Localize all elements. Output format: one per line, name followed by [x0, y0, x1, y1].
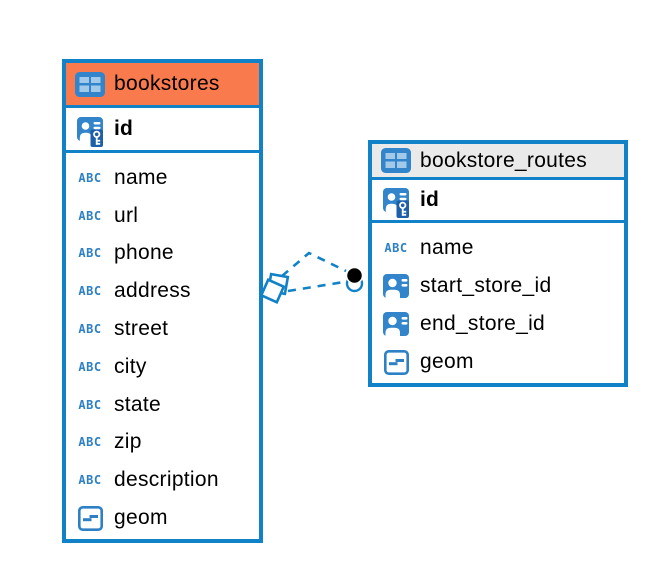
column-row[interactable]: ABC name — [66, 159, 259, 197]
entity-header-bookstores[interactable]: bookstores — [66, 63, 259, 108]
column-label: start_store_id — [420, 274, 552, 297]
text-icon: ABC — [78, 397, 102, 413]
relationship-line-lower[interactable] — [287, 280, 345, 293]
column-label: address — [114, 279, 191, 303]
column-row[interactable]: geom — [372, 343, 624, 381]
relationship-line-upper[interactable] — [281, 251, 347, 277]
column-row[interactable]: ABC street — [66, 310, 259, 348]
column-row[interactable]: ABC description — [66, 461, 259, 499]
column-label: name — [420, 236, 474, 259]
column-label: zip — [114, 430, 142, 454]
column-row[interactable]: start_store_id — [372, 267, 624, 305]
entity-header-bookstore-routes[interactable]: bookstore_routes — [372, 144, 624, 180]
entity-title: bookstore_routes — [420, 148, 588, 172]
entity-table-bookstore-routes[interactable]: bookstore_routes id ABC name start_store_i… — [368, 140, 628, 387]
column-label: url — [114, 203, 139, 227]
text-icon: ABC — [78, 246, 102, 261]
primary-key-icon — [75, 114, 105, 147]
column-label: phone — [114, 241, 174, 265]
text-icon: ABC — [78, 170, 102, 186]
geometry-icon — [75, 503, 105, 533]
column-label: state — [114, 392, 162, 416]
reference-icon — [381, 309, 411, 339]
reference-icon — [381, 271, 411, 301]
text-icon: ABC — [78, 208, 102, 224]
table-icon — [75, 69, 105, 99]
text-icon: ABC — [78, 283, 102, 299]
column-row[interactable]: ABC city — [66, 348, 259, 386]
column-label: id — [420, 188, 440, 211]
relationship-diamond-front[interactable] — [259, 278, 286, 304]
column-label: city — [114, 354, 147, 378]
primary-key-icon — [381, 185, 411, 218]
text-icon: ABC — [78, 435, 102, 450]
column-row[interactable]: ABC phone — [66, 235, 259, 273]
text-icon: ABC — [78, 321, 102, 337]
column-row[interactable]: geom — [66, 499, 259, 537]
column-label: id — [114, 117, 134, 140]
column-label: geom — [114, 506, 168, 530]
geometry-icon — [381, 347, 411, 377]
column-row[interactable]: end_store_id — [372, 305, 624, 343]
text-icon: ABC — [384, 240, 408, 256]
table-icon — [381, 146, 411, 176]
column-row-primary-key[interactable]: id — [66, 108, 259, 153]
column-row[interactable]: ABC name — [372, 229, 624, 267]
column-row-primary-key[interactable]: id — [372, 180, 624, 223]
entity-title: bookstores — [114, 72, 220, 95]
column-label: geom — [420, 350, 474, 373]
column-row[interactable]: ABC address — [66, 272, 259, 310]
column-row[interactable]: ABC zip — [66, 424, 259, 462]
text-icon: ABC — [78, 472, 102, 488]
relationship-dot-front[interactable] — [345, 266, 364, 285]
column-label: street — [114, 317, 169, 341]
column-row[interactable]: ABC url — [66, 197, 259, 235]
column-row[interactable]: ABC state — [66, 386, 259, 424]
column-label: name — [114, 165, 168, 189]
column-label: end_store_id — [420, 312, 546, 335]
column-label: description — [114, 468, 219, 492]
text-icon: ABC — [78, 359, 102, 375]
